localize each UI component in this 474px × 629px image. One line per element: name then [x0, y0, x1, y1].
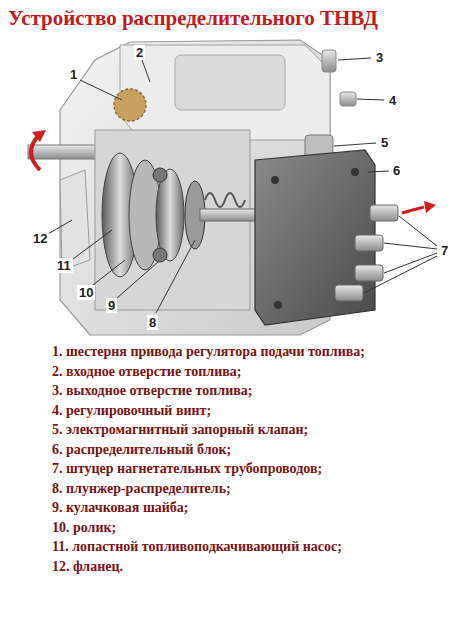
callout-number: 7: [439, 243, 450, 258]
legend-item: 9. кулачковая шайба;: [52, 499, 188, 516]
legend-item: 11. лопастной топливоподкачивающий насос…: [52, 538, 342, 555]
callout-number: 1: [68, 67, 79, 82]
callout-number: 2: [134, 45, 145, 60]
callout-number: 9: [106, 298, 117, 313]
legend-item: 6. распределительный блок;: [52, 441, 231, 458]
legend-item: 2. входное отверстие топлива;: [52, 363, 242, 380]
legend-item: 3. выходное отверстие топлива;: [52, 382, 252, 399]
callout-number: 12: [31, 231, 49, 246]
legend-item: 1. шестерня привода регулятора подачи то…: [52, 343, 365, 360]
callout-number: 6: [391, 163, 402, 178]
callout-number: 8: [147, 315, 158, 330]
callout-number: 5: [379, 135, 390, 150]
legend-item: 5. электромагнитный запорный клапан;: [52, 421, 308, 438]
legend-item: 8. плунжер-распределитель;: [52, 480, 231, 497]
title: Устройство распределительного ТНВД: [8, 6, 378, 31]
callout-number: 3: [374, 50, 385, 65]
legend-item: 12. фланец.: [52, 558, 123, 575]
legend-item: 10. ролик;: [52, 519, 116, 536]
callout-number: 10: [77, 285, 95, 300]
legend-item: 7. штуцер нагнетательных трубопроводов;: [52, 460, 322, 477]
callout-number: 4: [387, 93, 398, 108]
legend-item: 4. регулировочный винт;: [52, 402, 211, 419]
callout-number: 11: [55, 258, 73, 273]
